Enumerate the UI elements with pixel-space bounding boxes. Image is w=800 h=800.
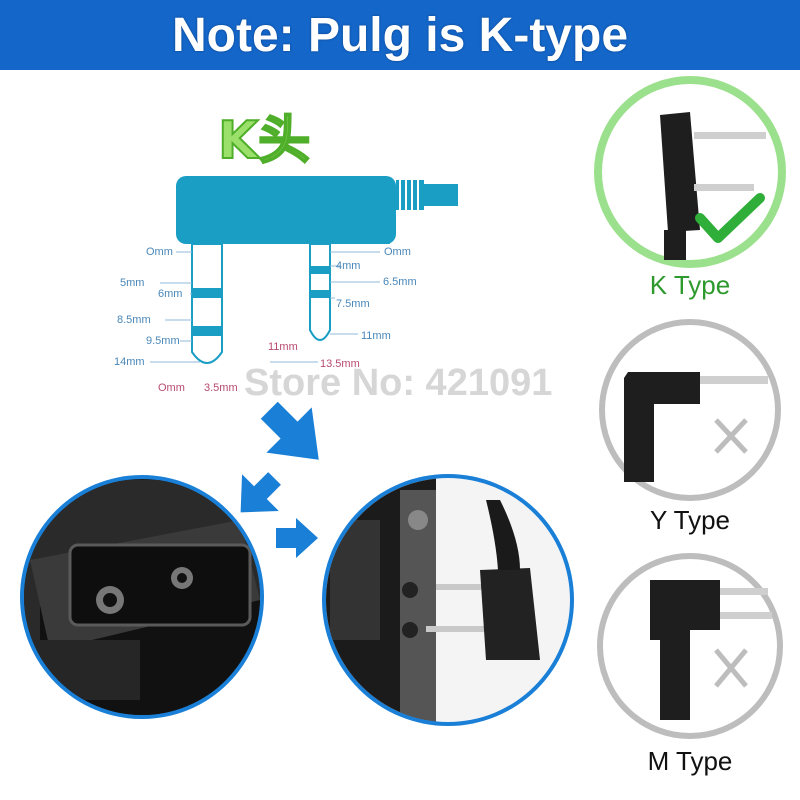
arrow-right-icon xyxy=(276,518,318,558)
m-type-label: M Type xyxy=(647,746,733,776)
diagram-title: K头 xyxy=(217,110,311,172)
m-type-photo xyxy=(597,553,783,739)
y-type-photo xyxy=(599,319,781,501)
dim-label: Omm xyxy=(158,382,185,394)
arrow-diagonal-icon xyxy=(240,472,281,513)
check-icon xyxy=(695,193,765,243)
dim-label: 9.5mm xyxy=(146,335,180,347)
arrow-down-icon xyxy=(260,401,319,460)
x-icon xyxy=(714,418,748,454)
title-banner: Note: Pulg is K-type xyxy=(0,0,800,70)
banner-title: Note: Pulg is K-type xyxy=(171,8,629,62)
dim-label: 11mm xyxy=(361,330,391,342)
y-type-label: Y Type xyxy=(650,505,730,535)
dim-label: 6.5mm xyxy=(383,276,417,288)
k-type-label: K Type xyxy=(649,270,731,300)
plug-inserted-photo xyxy=(322,474,574,726)
dim-label: Omm xyxy=(384,246,411,258)
k-type-photo xyxy=(594,76,786,268)
k-plug-drawing xyxy=(150,176,458,364)
dim-label: 4mm xyxy=(336,260,361,272)
dim-label: 6mm xyxy=(158,288,183,300)
dim-label: 5mm xyxy=(120,277,145,289)
dim-label: 11mm xyxy=(268,341,298,353)
store-watermark: Store No: 421091 xyxy=(244,362,553,404)
radio-jack-photo xyxy=(20,475,264,719)
dim-label: 14mm xyxy=(114,356,145,368)
dim-label: 8.5mm xyxy=(117,314,151,326)
dim-label: Omm xyxy=(146,246,173,258)
dim-label: 13.5mm xyxy=(320,358,360,370)
dim-label: 3.5mm xyxy=(204,382,238,394)
dim-label: 7.5mm xyxy=(336,298,370,310)
x-icon xyxy=(714,648,748,688)
